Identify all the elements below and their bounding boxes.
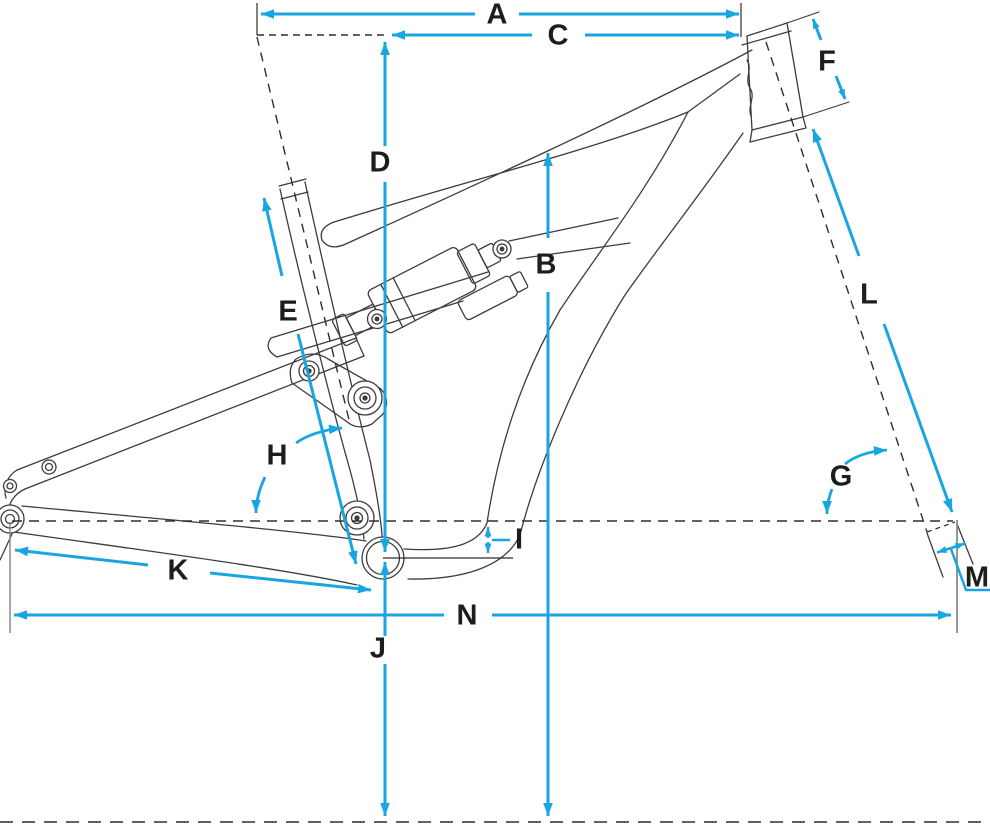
down-tube xyxy=(403,111,744,580)
dim-label-g: G xyxy=(829,460,853,493)
reference-lines xyxy=(0,3,990,823)
dim-label-m: M xyxy=(964,561,990,594)
dim-label-b: B xyxy=(535,248,557,281)
dimension-f xyxy=(811,18,847,100)
dim-label-e: E xyxy=(278,295,298,328)
offset-foot-dashed xyxy=(926,521,956,533)
dimension-i xyxy=(484,527,510,553)
rocker-link xyxy=(289,353,388,428)
shock-yoke xyxy=(267,271,489,358)
seat-tube xyxy=(278,178,383,540)
shock-bracket xyxy=(508,217,631,260)
dimension-k xyxy=(14,546,372,594)
dim-label-k: K xyxy=(167,554,189,587)
seat-axis-dashed xyxy=(256,36,351,425)
dim-label-i: I xyxy=(514,523,524,556)
dim-label-h: H xyxy=(266,439,288,472)
dim-label-n: N xyxy=(456,599,478,632)
yoke-pivot xyxy=(366,308,388,330)
head-tube xyxy=(741,22,807,143)
link-pivot xyxy=(298,360,320,382)
dimension-h-angle xyxy=(251,424,343,514)
stay-pivot xyxy=(41,459,57,475)
headtube-extension-lines xyxy=(786,11,850,118)
rear-axle xyxy=(0,504,25,534)
dim-label-c: C xyxy=(547,19,569,52)
pivots-and-axles xyxy=(0,239,512,580)
dim-label-l: L xyxy=(860,278,878,311)
dimension-l xyxy=(811,128,954,513)
dimension-g-angle xyxy=(822,446,888,515)
rocker-pivot xyxy=(347,380,383,416)
dim-label-j: J xyxy=(369,632,387,665)
dimension-e xyxy=(262,197,358,565)
steering-axis-dashed xyxy=(765,41,928,533)
dimension-lines xyxy=(14,9,990,816)
dim-label-f: F xyxy=(818,45,836,78)
dropout-pivot xyxy=(2,478,18,494)
dim-label-a: A xyxy=(486,0,508,31)
main-pivot xyxy=(339,500,375,536)
shock-eyelet xyxy=(492,239,512,259)
dimension-m xyxy=(936,542,990,592)
dim-label-d: D xyxy=(369,146,391,179)
bike-frame xyxy=(0,11,974,586)
